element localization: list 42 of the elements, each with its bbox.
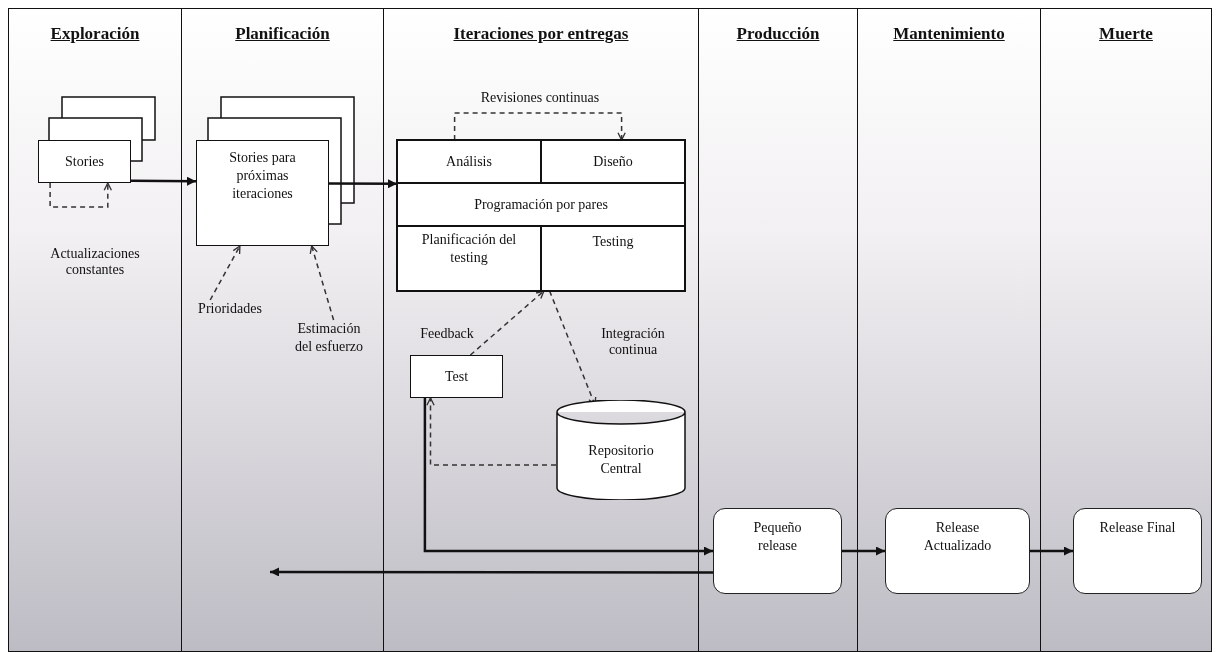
swimlane — [857, 8, 1041, 652]
process-box: Test — [410, 355, 503, 398]
arrow — [329, 179, 397, 189]
swimlane — [698, 8, 858, 652]
table-cell: Testing — [541, 226, 685, 291]
arrow — [131, 176, 196, 186]
arrow — [270, 567, 713, 577]
lane-heading: Iteraciones por entregas — [452, 23, 630, 45]
annotation-text: Prioridades — [185, 300, 275, 320]
edge-label: Feedback — [419, 326, 475, 342]
lane-heading: Planificación — [234, 23, 331, 45]
rounded-box: Pequeño release — [713, 508, 842, 594]
swimlane — [383, 8, 699, 652]
lane-heading: Mantenimiento — [892, 23, 1006, 45]
arrow — [842, 546, 885, 556]
arrow — [1030, 546, 1073, 556]
arrow — [453, 112, 626, 141]
container-box — [397, 140, 685, 291]
lane-heading: Exploración — [49, 23, 141, 45]
process-box: Stories — [38, 140, 131, 183]
edge-label: Revisiones continuas — [479, 90, 601, 106]
arrow — [423, 398, 713, 556]
note-text: Actualizaciones constantes — [49, 246, 141, 278]
lane-heading: Muerte — [1098, 23, 1154, 45]
rounded-box: Release Actualizado — [885, 508, 1030, 594]
arrow — [49, 182, 113, 208]
table-cell: Planificación del testing — [397, 226, 541, 291]
lane-heading: Producción — [735, 23, 821, 45]
rounded-box: Release Final — [1073, 508, 1202, 594]
table-cell: Diseño — [541, 140, 685, 183]
table-cell: Análisis — [397, 140, 541, 183]
swimlane — [1040, 8, 1212, 652]
arrow — [469, 290, 545, 356]
arrow — [209, 245, 241, 301]
annotation-text: Estimación del esfuerzo — [283, 320, 375, 360]
database-cylinder: Repositorio Central — [556, 400, 686, 500]
arrow — [426, 397, 557, 466]
table-cell: Programación por pares — [397, 183, 685, 226]
swimlane — [181, 8, 384, 652]
process-box: Stories para próximas iteraciones — [196, 140, 329, 246]
edge-label: Integración continua — [600, 326, 666, 358]
arrow — [309, 245, 335, 321]
